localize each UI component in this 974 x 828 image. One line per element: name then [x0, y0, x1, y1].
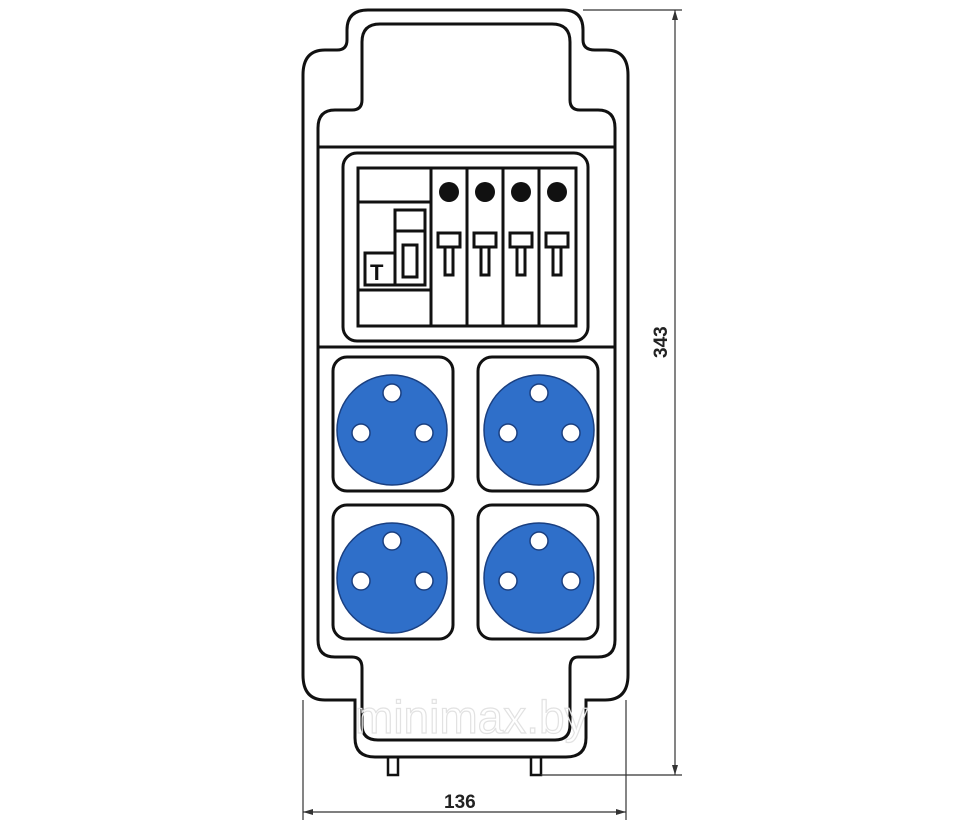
socket-pin-hole: [382, 383, 402, 403]
socket-pin-hole: [382, 531, 402, 551]
socket-pin-hole: [498, 423, 518, 443]
mounting-foot-right: [529, 755, 543, 777]
power-socket: [476, 503, 600, 641]
enclosure-outline: [301, 8, 630, 759]
socket-pin-hole: [529, 383, 549, 403]
socket-pin-hole: [414, 571, 434, 591]
mcb-breaker: [436, 182, 462, 277]
socket-face: [336, 522, 448, 634]
rcd-test-letter: T: [370, 260, 384, 285]
mcb-toggle: [544, 231, 570, 249]
enclosure-inner-outline: [316, 22, 617, 742]
socket-pin-hole: [498, 571, 518, 591]
power-socket: [331, 355, 455, 493]
socket-face: [483, 522, 595, 634]
socket-face: [336, 374, 448, 486]
mcb-breaker: [472, 182, 498, 277]
power-socket: [476, 355, 600, 493]
power-socket: [331, 503, 455, 641]
socket-pin-hole: [561, 423, 581, 443]
socket-pin-hole: [351, 571, 371, 591]
mcb-toggle: [508, 231, 534, 249]
socket-pin-hole: [414, 423, 434, 443]
width-dimension: 136: [444, 792, 476, 813]
mcb-toggle: [472, 231, 498, 249]
socket-face: [483, 374, 595, 486]
mcb-breaker: [544, 182, 570, 277]
socket-pin-hole: [529, 531, 549, 551]
mcb-indicator: [439, 182, 459, 202]
watermark: minimax.by: [355, 691, 588, 743]
mcb-indicator: [511, 182, 531, 202]
mounting-foot-left: [386, 755, 400, 777]
dimension-arrows: [303, 10, 678, 815]
rcd-switch: [393, 208, 427, 287]
mcb-breaker: [508, 182, 534, 277]
dimension-lines: [302, 9, 682, 820]
breaker-window: [341, 151, 590, 343]
socket-pin-hole: [351, 423, 371, 443]
mcb-indicator: [475, 182, 495, 202]
height-dimension: 343: [651, 326, 672, 358]
socket-pin-hole: [561, 571, 581, 591]
mcb-toggle: [436, 231, 462, 249]
mcb-indicator: [547, 182, 567, 202]
